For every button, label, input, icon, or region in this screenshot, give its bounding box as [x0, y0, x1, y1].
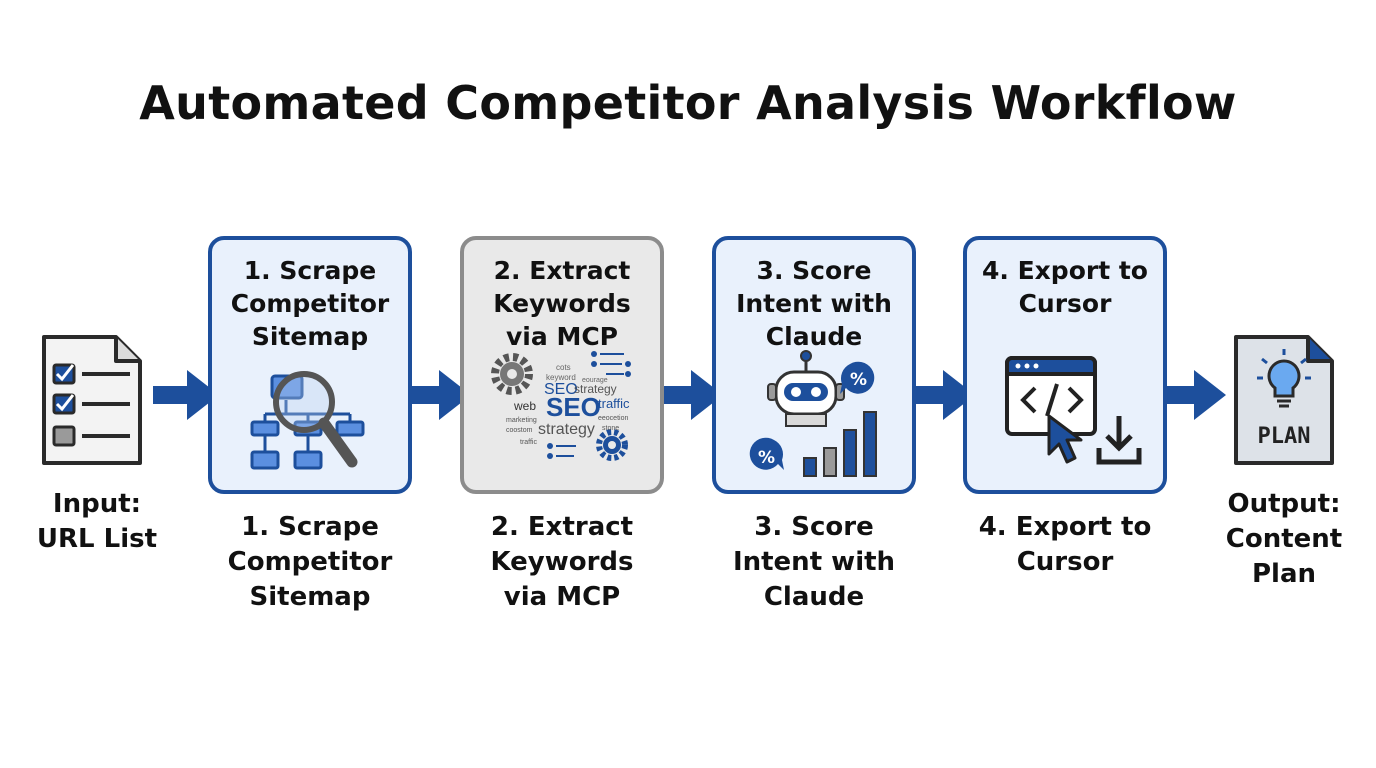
percent-bubble-icon: % — [840, 361, 875, 394]
step-title: 3. Score Intent with Claude — [716, 254, 912, 353]
step-title-line: Intent with — [736, 289, 892, 318]
word-cloud-word: traffic — [598, 396, 630, 411]
word-cloud-word: cots — [556, 363, 571, 372]
code-window-download-icon — [1005, 356, 1142, 465]
output-caption-line: Plan — [1251, 559, 1317, 589]
gear-icon — [596, 429, 628, 461]
word-cloud-word: strategy — [538, 421, 595, 438]
diagram-title: Automated Competitor Analysis Workflow — [139, 76, 1237, 130]
gear-keyword-cloud-icon: cots keyword eourage SEO strategy web SE… — [491, 351, 631, 461]
caption-line: Cursor — [1016, 547, 1114, 577]
checklist-document-icon — [42, 335, 142, 465]
step-title-line: Sitemap — [251, 322, 369, 351]
step-title: 1. Scrape Competitor Sitemap — [212, 254, 408, 353]
input-caption-line: URL List — [36, 524, 158, 554]
output-caption: Output: Content Plan — [1206, 487, 1362, 592]
word-cloud-word: traffic — [520, 439, 537, 446]
output-caption-line: Content — [1225, 524, 1343, 554]
sitemap-magnifier-icon — [250, 371, 365, 470]
percent-symbol: % — [758, 448, 775, 468]
step-3-box: 3. Score Intent with Claude % % — [712, 236, 916, 494]
download-icon — [1096, 416, 1142, 465]
robot-icon — [767, 350, 845, 427]
word-cloud-word: stone — [602, 425, 619, 432]
caption-line: Competitor — [227, 547, 393, 577]
step-title-line: 4. Export to — [982, 256, 1148, 285]
word-cloud-word: marketing — [506, 417, 537, 424]
percent-symbol: % — [850, 370, 867, 390]
plan-lightbulb-icon: PLAN — [1234, 335, 1334, 465]
step-title: 4. Export to Cursor — [967, 254, 1163, 320]
caption-line: via MCP — [503, 582, 621, 612]
step-2-box: 2. Extract Keywords via MCP cots keyword… — [460, 236, 664, 494]
caption-line: Intent with — [732, 547, 896, 577]
step-title-line: Competitor — [230, 289, 390, 318]
step-title-line: Claude — [765, 322, 863, 351]
step-4-caption: 4. Export to Cursor — [963, 510, 1167, 580]
caption-line: Claude — [763, 582, 865, 612]
step-1-caption: 1. Scrape Competitor Sitemap — [208, 510, 412, 615]
word-cloud-word: keyword — [546, 373, 576, 382]
arrow-right-icon — [657, 370, 723, 420]
arrow-right-icon — [405, 370, 471, 420]
word-cloud-word: SEO — [546, 392, 601, 422]
arrow-right-icon — [1160, 370, 1226, 420]
step-title-line: 3. Score — [756, 256, 872, 285]
caption-line: 4. Export to — [978, 512, 1152, 542]
word-cloud-word: eourage — [582, 377, 608, 384]
word-cloud-word: eeocetion — [598, 415, 628, 422]
gear-icon — [491, 353, 533, 395]
step-title-line: Keywords — [493, 289, 631, 318]
word-cloud-word: web — [513, 399, 536, 413]
step-4-box: 4. Export to Cursor — [963, 236, 1167, 494]
step-title: 2. Extract Keywords via MCP — [464, 254, 660, 353]
word-cloud-word: SEO — [544, 381, 578, 398]
bar-chart-icon — [803, 411, 877, 477]
input-caption: Input: URL List — [22, 487, 172, 557]
step-2-caption: 2. Extract Keywords via MCP — [460, 510, 664, 615]
caption-line: 1. Scrape — [241, 512, 379, 542]
arrow-right-icon — [153, 370, 219, 420]
percent-bubble-icon: % — [749, 437, 784, 470]
word-cloud-word: strategy — [574, 382, 617, 396]
plan-label: PLAN — [1258, 424, 1311, 449]
input-caption-line: Input: — [52, 489, 142, 519]
step-title-line: via MCP — [506, 322, 618, 351]
arrow-right-icon — [909, 370, 975, 420]
cursor-icon — [1047, 414, 1083, 464]
caption-line: Keywords — [490, 547, 634, 577]
step-title-line: 2. Extract — [493, 256, 631, 285]
caption-line: 2. Extract — [490, 512, 634, 542]
step-3-caption: 3. Score Intent with Claude — [712, 510, 916, 615]
caption-line: Sitemap — [249, 582, 371, 612]
robot-chart-icon: % % — [749, 350, 877, 477]
output-caption-line: Output: — [1227, 489, 1341, 519]
lightbulb-icon — [1257, 349, 1311, 408]
step-title-line: 1. Scrape — [243, 256, 377, 285]
word-cloud-word: coostom — [506, 427, 533, 434]
step-1-box: 1. Scrape Competitor Sitemap — [208, 236, 412, 494]
step-title-line: Cursor — [1018, 289, 1112, 318]
caption-line: 3. Score — [754, 512, 874, 542]
